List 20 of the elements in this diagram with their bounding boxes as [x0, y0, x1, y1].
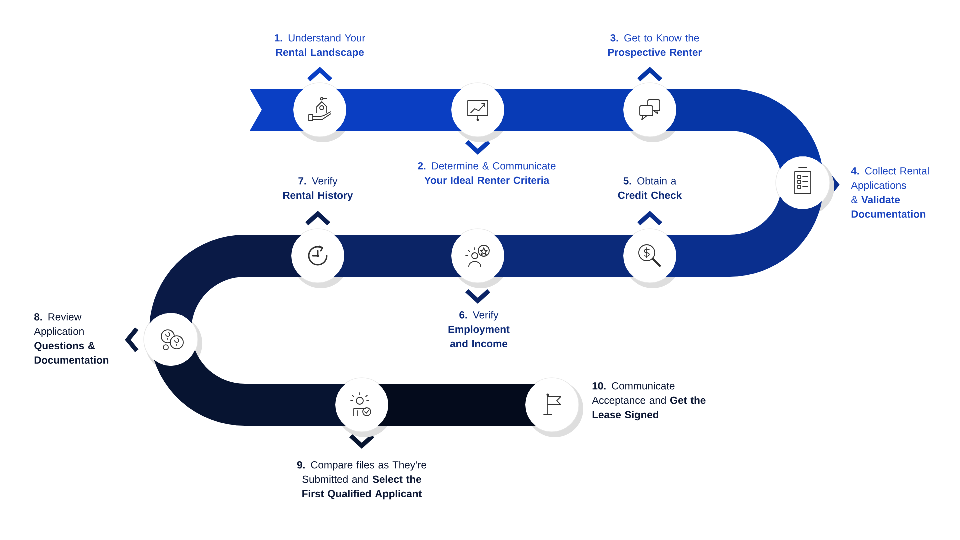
step-label: 3. Get to Know the Prospective Renter: [608, 34, 702, 58]
step-label: 9. Compare files as They’re Submitted and Select the First Qualified Applicant: [297, 461, 426, 500]
road-band: [494, 235, 634, 277]
step-label: 7. Verify Rental History: [284, 177, 354, 202]
road-band: [150, 235, 302, 324]
step-label: 1. Understand Your Rental Landscape: [275, 34, 366, 58]
road-band: [154, 350, 346, 426]
road-band: [494, 89, 634, 131]
road-band: [378, 384, 536, 426]
step-label: 5. Obtain a Credit Check: [618, 177, 682, 200]
step-label: 10. Communicate Acceptance and Get the Lease Signed: [592, 382, 706, 421]
step-label: 4. Collect Rental Applications & Validate Documentation: [851, 167, 929, 218]
road-band: [334, 235, 462, 277]
road-band: [250, 89, 304, 131]
step-label: 2. Determine & Communicate Your Ideal Renter Criteria: [418, 162, 556, 184]
step-label: 6. Verify Employment and Income: [448, 311, 510, 348]
step-label: 8. Review Application Questions & Documentation: [34, 313, 109, 364]
road-band: [666, 196, 822, 277]
road-band: [336, 89, 462, 131]
road-band: [666, 89, 822, 170]
